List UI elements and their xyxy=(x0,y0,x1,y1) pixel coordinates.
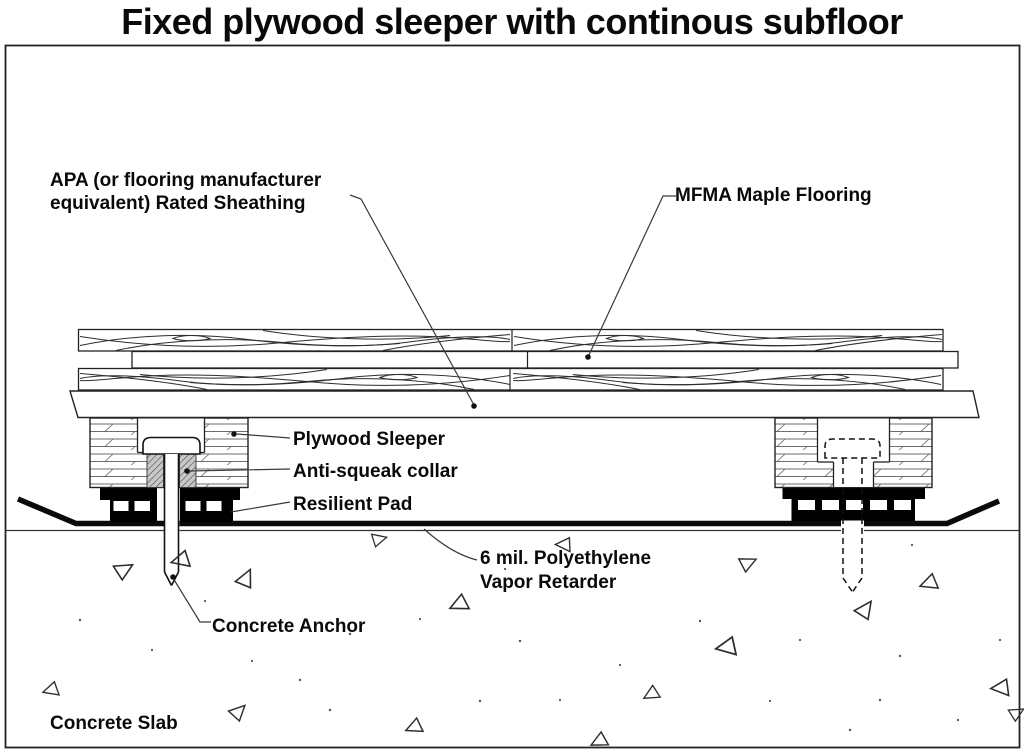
label-resilient-pad: Resilient Pad xyxy=(293,494,413,515)
hidden-concrete-anchor xyxy=(824,438,881,593)
label-maple-flooring: MFMA Maple Flooring xyxy=(675,185,872,206)
label-vapor-retarder-line1: 6 mil. Polyethylene xyxy=(480,548,652,569)
label-rated-sheathing: APA (or flooring manufacturer equivalent… xyxy=(50,169,321,215)
aggregate-specks xyxy=(78,543,1002,732)
anchor-recess-right xyxy=(816,418,891,487)
label-plywood-sleeper: Plywood Sleeper xyxy=(293,429,446,450)
subfloor-grain-band-lower xyxy=(77,367,944,391)
label-rated-sheathing-line1: APA (or flooring manufacturer xyxy=(50,170,322,191)
leader-maple xyxy=(587,195,676,358)
leader-anti-squeak xyxy=(188,468,291,472)
rated-sheathing-layer xyxy=(69,390,980,419)
leader-sheathing xyxy=(349,194,475,406)
resilient-pad-left xyxy=(100,488,240,522)
concrete-aggregate xyxy=(42,531,1024,749)
anchor-head xyxy=(142,436,201,455)
vapor-retarder-membrane xyxy=(16,496,1001,527)
right-sleeper-assembly xyxy=(774,417,933,593)
label-rated-sheathing-line2: equivalent) Rated Sheathing xyxy=(50,193,306,214)
concrete-anchor-shaft xyxy=(163,454,180,586)
resilient-pad-right xyxy=(782,487,925,521)
leader-plywood-sleeper xyxy=(236,433,291,439)
maple-flooring-layer xyxy=(131,350,959,369)
label-vapor-retarder-line2: Vapor Retarder xyxy=(480,572,617,593)
drawing-title: Fixed plywood sleeper with continous sub… xyxy=(121,1,903,42)
leader-dots xyxy=(170,354,591,580)
leader-concrete-anchor xyxy=(172,577,211,623)
leader-resilient-pad xyxy=(230,501,291,513)
drawing-border xyxy=(4,44,1021,749)
subfloor-grain-band-upper xyxy=(77,328,944,352)
leader-vapor-retarder xyxy=(423,528,478,561)
leader-lines xyxy=(172,194,676,623)
label-anti-squeak-collar: Anti-squeak collar xyxy=(293,461,458,482)
label-concrete-slab: Concrete Slab xyxy=(50,713,178,734)
left-sleeper-assembly xyxy=(89,417,249,586)
label-concrete-anchor: Concrete Anchor xyxy=(212,616,366,637)
label-vapor-retarder: 6 mil. Polyethylene Vapor Retarder xyxy=(480,547,651,595)
